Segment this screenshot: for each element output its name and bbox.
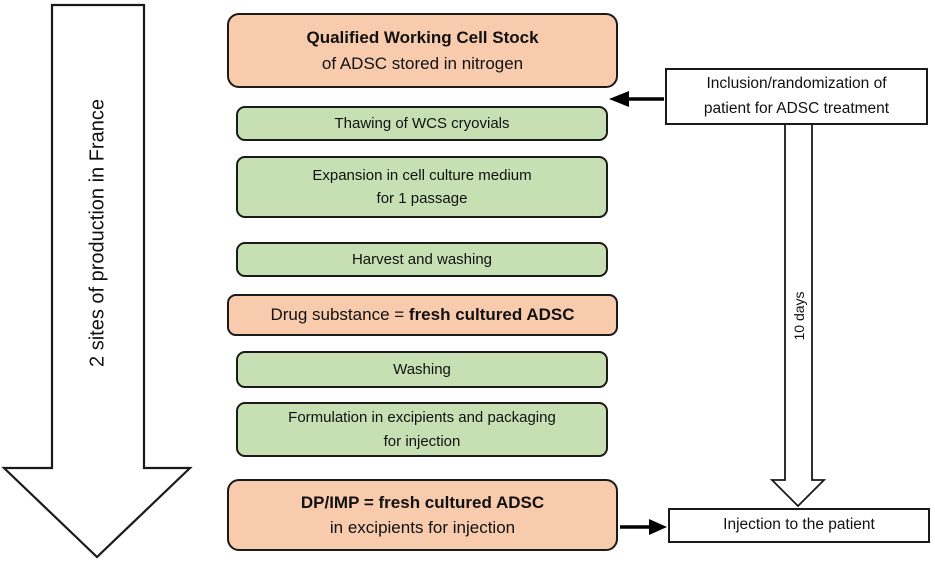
box-label: Washing — [393, 360, 451, 378]
box-label-prefix: Drug substance = — [270, 305, 409, 325]
box-label: Thawing of WCS cryovials — [334, 114, 510, 132]
production-sites-down-arrow — [1, 3, 193, 559]
box-formulation: Formulation in excipients and packaging … — [236, 402, 608, 457]
box-label-line1: Expansion in cell culture medium — [312, 166, 532, 184]
box-injection-to-patient: Injection to the patient — [668, 508, 930, 543]
ten-days-label: 10 days — [791, 291, 807, 341]
box-label-line1: Inclusion/randomization of — [706, 75, 887, 93]
ten-days-down-arrow — [769, 123, 827, 508]
box-label-line2: for injection — [383, 432, 461, 450]
box-expansion: Expansion in cell culture medium for 1 p… — [236, 156, 608, 218]
box-label: Injection to the patient — [723, 516, 875, 534]
box-label: Drug substance = fresh cultured ADSC — [270, 302, 574, 328]
box-label-bold-part: fresh cultured ADSC — [408, 305, 575, 325]
box-label-line2: for 1 passage — [376, 190, 468, 207]
box-subtitle: in excipients for injection — [329, 518, 516, 537]
dpimp-to-injection-arrow — [620, 519, 667, 535]
inclusion-to-flow-arrow — [609, 91, 664, 107]
box-inclusion-randomization: Inclusion/randomization of patient for A… — [665, 68, 928, 125]
production-sites-label: 2 sites of production in France — [86, 99, 109, 367]
box-washing: Washing — [236, 351, 608, 388]
box-label-line1: Formulation in excipients and packaging — [288, 409, 556, 427]
box-subtitle: of ADSC stored in nitrogen — [321, 53, 524, 73]
box-thawing: Thawing of WCS cryovials — [236, 106, 608, 141]
box-qualified-working-cell-stock: Qualified Working Cell Stock of ADSC sto… — [227, 13, 618, 88]
box-title: DP/IMP = fresh cultured ADSC — [300, 492, 545, 512]
box-dp-imp: DP/IMP = fresh cultured ADSC in excipien… — [227, 479, 618, 551]
box-title: Qualified Working Cell Stock — [306, 28, 539, 47]
box-drug-substance: Drug substance = fresh cultured ADSC — [227, 294, 618, 336]
box-harvest: Harvest and washing — [236, 242, 608, 277]
box-label-line2: patient for ADSC treatment — [703, 99, 890, 117]
box-label: Harvest and washing — [351, 250, 493, 268]
